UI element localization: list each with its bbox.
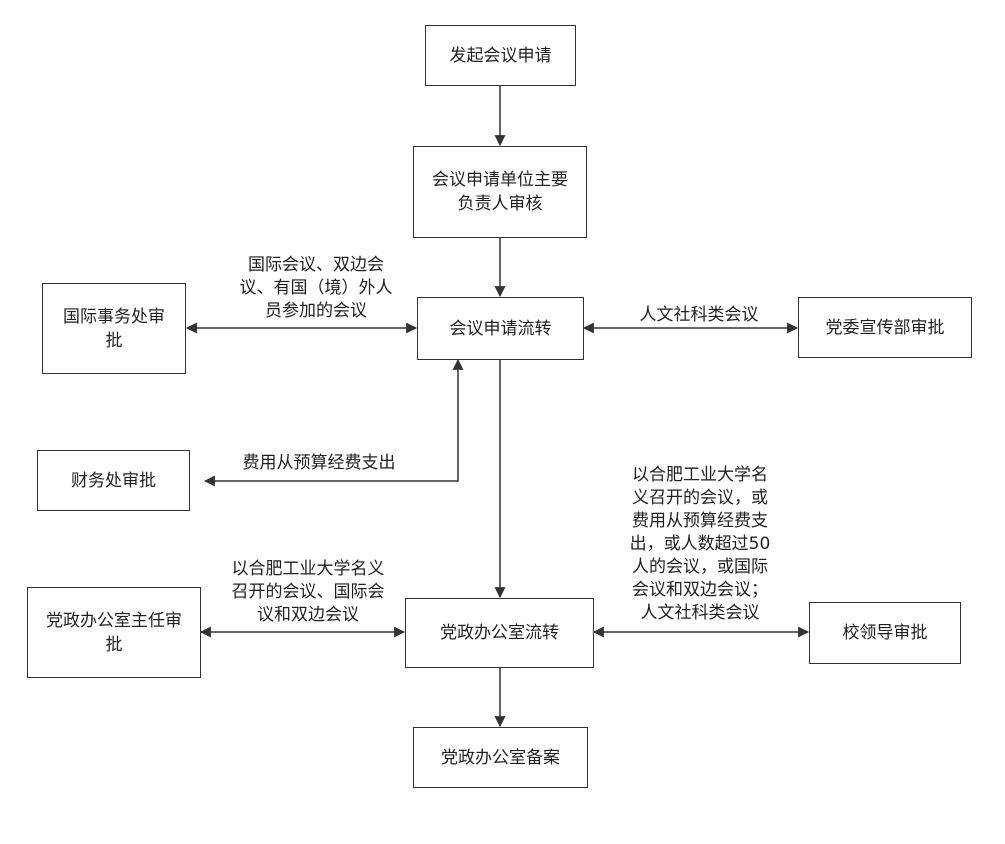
flow-node: 会议申请流转 (417, 297, 584, 360)
leader-node: 校领导审批 (809, 602, 961, 664)
office-flow-node: 党政办公室流转 (405, 598, 594, 668)
humanities-condition-label: 人文社科类会议 (626, 304, 772, 327)
office-director-node: 党政办公室主任审批 (27, 587, 201, 678)
leader-condition-label: 以合肥工业大学名 义召开的会议，或 费用从预算经费支 出，或人数超过50 人的会… (612, 464, 788, 625)
archive-node: 党政办公室备案 (413, 727, 588, 788)
propaganda-node: 党委宣传部审批 (798, 297, 972, 358)
director-condition-label: 以合肥工业大学名义 召开的会议、国际会 议和双边会议 (212, 558, 404, 627)
budget-condition-label: 费用从预算经费支出 (226, 452, 412, 475)
intl-condition-label: 国际会议、双边会 议、有国（境）外人 员参加的会议 (222, 254, 410, 323)
initiate-node: 发起会议申请 (425, 25, 576, 86)
edge-finance-flow (203, 358, 464, 487)
finance-node: 财务处审批 (37, 450, 190, 511)
unit-review-node: 会议申请单位主要负责人审核 (413, 146, 587, 238)
intl-affairs-node: 国际事务处审批 (42, 283, 186, 374)
